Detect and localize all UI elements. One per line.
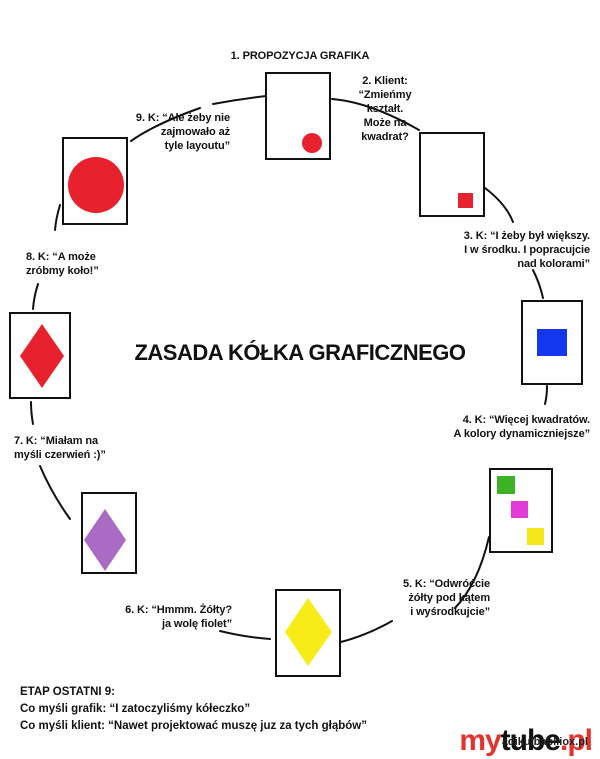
arc-6-7 xyxy=(336,620,393,644)
panel-step-8 xyxy=(62,137,128,225)
arc-13-14 xyxy=(130,107,201,142)
panel-step-1 xyxy=(265,72,331,160)
panel-frame xyxy=(419,132,485,217)
red-circle-shape xyxy=(302,133,322,153)
watermark-part-tube: tube xyxy=(500,724,561,757)
step-4-label: 4. K: “Więcej kwadratów. A kolory dynami… xyxy=(453,414,591,440)
step-9-label: 9. K: “Ale żeby nie zajmowało aż tyle la… xyxy=(135,112,230,152)
yellow-diamond-shape xyxy=(285,598,332,666)
panel-step-5 xyxy=(275,589,341,677)
magenta-square-shape xyxy=(511,501,528,518)
connector-arcs xyxy=(30,95,548,644)
red-diamond-shape xyxy=(20,324,64,388)
watermark-site: adikulbabliiox.pl xyxy=(501,736,588,748)
yellow-square-shape xyxy=(527,528,544,545)
step-2-label: 2. Klient: “Zmieńmy kształt. Może na kwa… xyxy=(358,75,412,143)
watermark-part-my: my xyxy=(459,724,501,757)
panel-step-6 xyxy=(81,492,137,574)
arc-14-15 xyxy=(212,95,267,105)
arc-12-13 xyxy=(54,204,61,231)
step-5-label: 5. K: “Odwróćcie żółty pod kątem i wyśro… xyxy=(402,578,490,618)
arc-7-8 xyxy=(219,630,271,640)
panel-step-3 xyxy=(521,300,583,385)
red-square-shape xyxy=(458,193,473,208)
watermark-part-pl: .pl xyxy=(560,724,593,757)
arc-10-11 xyxy=(30,401,34,425)
purple-diamond-shape xyxy=(84,509,126,571)
step-6-label: 6. K: “Hmmm. Żółty? ja wolę fiolet” xyxy=(125,604,232,630)
final-designer-thought: Co myśli grafik: “I zatoczyliśmy kółeczk… xyxy=(20,703,251,715)
final-stage-block: ETAP OSTATNI 9: Co myśli grafik: “I zato… xyxy=(20,684,367,735)
panel-step-4 xyxy=(489,468,553,553)
blue-square-shape xyxy=(537,329,567,356)
final-client-thought: Co myśli klient: “Nawet projektować musz… xyxy=(20,720,367,732)
arc-3-4 xyxy=(532,269,544,299)
red-circle-shape xyxy=(68,157,124,213)
arc-1-2 xyxy=(331,98,420,131)
watermark-logo: mytube.pl xyxy=(459,724,593,758)
arc-11-12 xyxy=(32,283,39,310)
green-square-shape xyxy=(497,476,515,494)
final-stage-heading: ETAP OSTATNI 9: xyxy=(20,686,115,698)
arc-4-5 xyxy=(544,385,548,405)
step-8-label: 8. K: “A może zróbmy koło!” xyxy=(26,251,99,277)
arc-5-6 xyxy=(454,536,490,609)
panel-step-7 xyxy=(9,312,71,399)
arc-9-10 xyxy=(39,465,71,520)
step-3-label: 3. K: “I żeby był większy. I w środku. I… xyxy=(463,230,590,270)
step-1-label: 1. PROPOZYCJA GRAFIKA xyxy=(230,50,370,62)
diagram-title: ZASADA KÓŁKA GRAFICZNEGO xyxy=(134,340,466,365)
step-7-label: 7. K: “Miałam na myśli czerwień :)” xyxy=(14,435,106,461)
panel-step-2 xyxy=(419,132,485,217)
arc-2-3 xyxy=(484,187,514,223)
